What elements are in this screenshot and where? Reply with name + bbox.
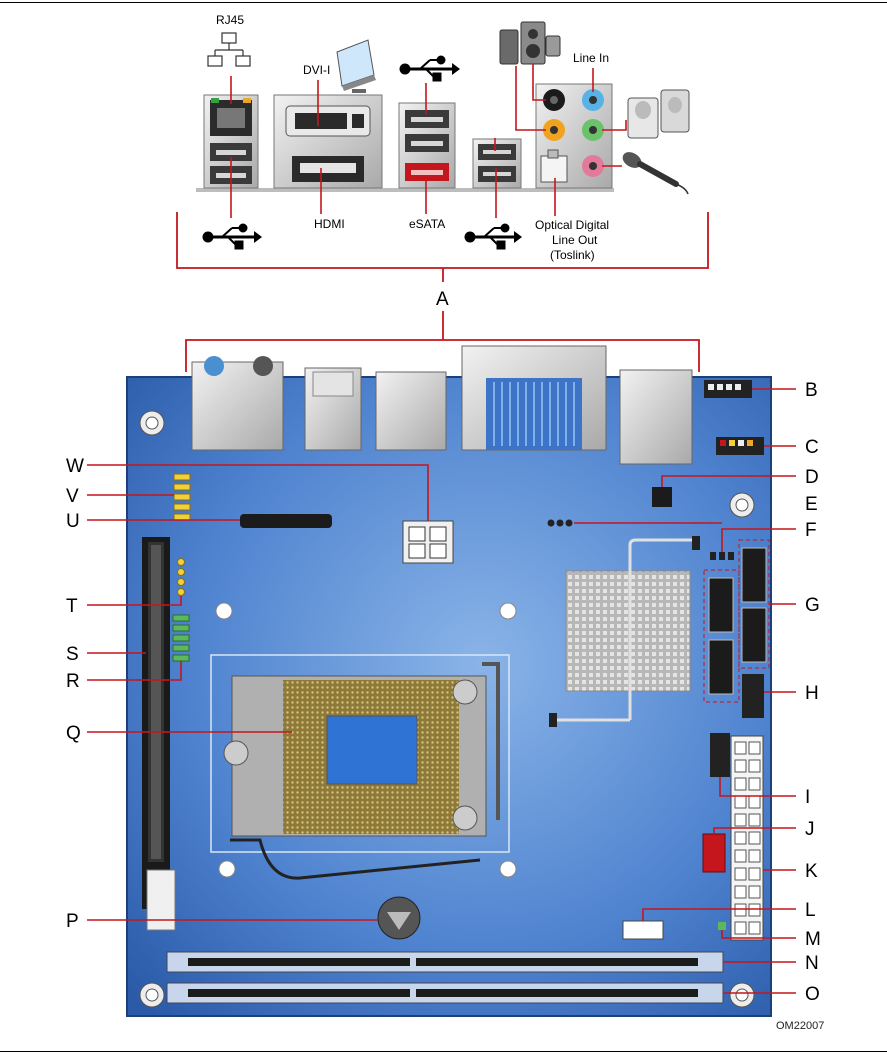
usb-icon xyxy=(399,55,460,82)
hdmi-label: HDMI xyxy=(314,217,345,231)
header-e xyxy=(547,519,573,527)
atx-power-k xyxy=(730,735,764,941)
optical-label-line2: Line Out xyxy=(552,233,598,247)
connector-u xyxy=(240,514,332,528)
callout-leader-lines xyxy=(87,388,796,994)
callout-o: O xyxy=(805,984,820,1005)
callout-k: K xyxy=(805,861,818,882)
header-b xyxy=(704,380,752,398)
dvi-hdmi-stack xyxy=(273,94,383,189)
header-i xyxy=(710,733,730,777)
header-r xyxy=(172,614,190,662)
io-leader-lines xyxy=(230,64,627,218)
monitor-icon xyxy=(336,39,376,93)
cpu-socket-q xyxy=(210,654,510,880)
io-panel-baseline xyxy=(196,188,614,192)
callout-l: L xyxy=(805,900,816,921)
microphone-icon xyxy=(622,152,689,195)
power-connector-w xyxy=(402,520,454,564)
board-audio-block xyxy=(191,361,284,451)
board xyxy=(126,345,772,1017)
audio-stack xyxy=(535,83,613,189)
bottom-rule xyxy=(0,1051,887,1052)
line-in-label: Line In xyxy=(573,51,609,65)
optical-label-line3: (Toslink) xyxy=(550,248,595,262)
chipset-heatsink xyxy=(565,570,691,692)
callout-m: M xyxy=(805,929,821,950)
callout-d: D xyxy=(805,467,819,488)
speaker-icon xyxy=(499,21,561,65)
io-bracket xyxy=(176,212,709,282)
rj45-label: RJ45 xyxy=(216,13,244,27)
board-io-bracket xyxy=(185,311,700,372)
callout-u: U xyxy=(66,511,80,532)
usb-icon-left xyxy=(202,223,262,250)
callout-w: W xyxy=(66,456,84,477)
callout-i: I xyxy=(805,787,810,808)
callout-f: F xyxy=(805,520,817,541)
usb-esata-stack xyxy=(398,102,456,189)
callout-v: V xyxy=(66,486,79,507)
sata-group-g xyxy=(703,539,770,703)
callout-h: H xyxy=(805,683,819,704)
optical-label-line1: Optical Digital xyxy=(535,218,609,232)
fan-header-d xyxy=(652,487,672,507)
fan-header-l xyxy=(622,920,664,940)
header-f xyxy=(710,552,734,560)
network-icon xyxy=(207,32,251,67)
callout-q: Q xyxy=(66,723,81,744)
led-m xyxy=(718,922,726,930)
battery-p xyxy=(377,896,421,940)
dvi-label: DVI-I xyxy=(303,63,330,77)
callout-g: G xyxy=(805,595,820,616)
board-usb-esata-block xyxy=(375,371,447,451)
header-t xyxy=(177,558,185,596)
callout-j: J xyxy=(805,819,815,840)
callout-s: S xyxy=(66,644,79,665)
callout-t: T xyxy=(66,596,78,617)
board-lan-block xyxy=(619,369,693,465)
callout-c: C xyxy=(805,437,819,458)
header-c xyxy=(716,437,764,455)
screw-hole-icon xyxy=(139,410,755,1008)
dimm-slot-o xyxy=(166,982,724,1004)
connector-j xyxy=(702,833,726,873)
speaker-icon-stereo xyxy=(627,89,690,139)
callout-p: P xyxy=(66,911,79,932)
callout-e: E xyxy=(805,494,818,515)
callout-n: N xyxy=(805,953,819,974)
figure-id: OM22007 xyxy=(776,1020,825,1032)
dimm-slot-n xyxy=(166,951,724,973)
callout-a: A xyxy=(436,289,449,310)
top-rule xyxy=(0,2,887,3)
rj45-usb-stack xyxy=(203,94,259,189)
esata-label: eSATA xyxy=(409,217,445,231)
callout-r: R xyxy=(66,671,80,692)
usb-stack xyxy=(472,138,522,189)
back-panel-io: RJ45 DVI-I HDMI xyxy=(176,13,709,282)
callout-b: B xyxy=(805,380,818,401)
header-h xyxy=(742,674,764,718)
pcie-slot-s xyxy=(142,537,176,931)
usb-icon-right xyxy=(464,223,522,250)
